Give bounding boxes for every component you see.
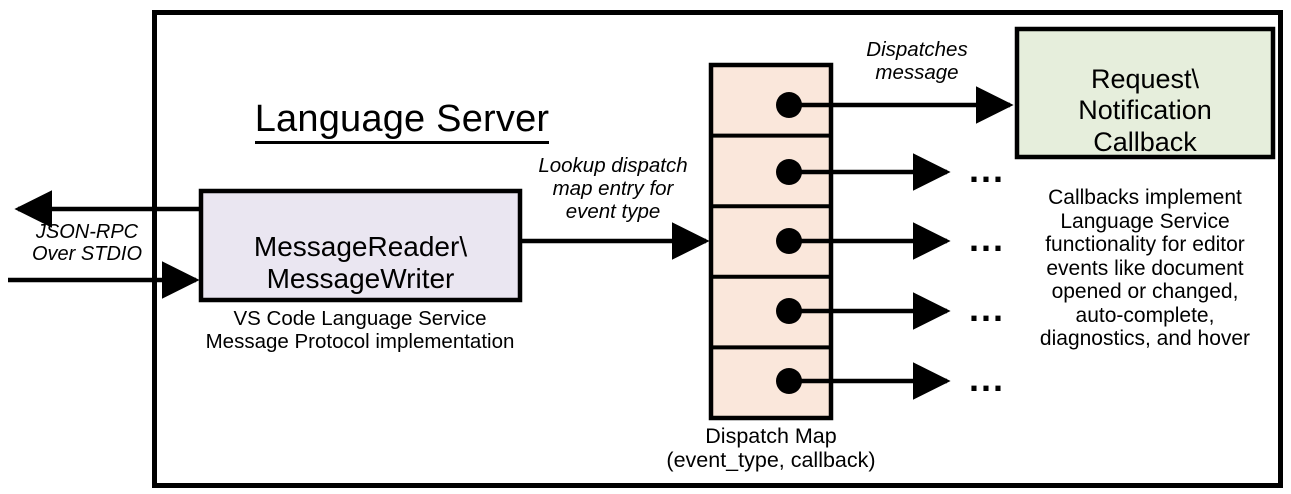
dispatch-row-3-ellipsis: ... bbox=[968, 218, 1005, 259]
callback-box[interactable]: Request\ Notification Callback bbox=[1017, 29, 1273, 157]
callback-caption: Callbacks implement Language Service fun… bbox=[1039, 186, 1251, 351]
message-reader-writer-caption: VS Code Language Service Message Protoco… bbox=[205, 307, 515, 353]
page-title-text: Language Server bbox=[254, 98, 550, 145]
dispatch-map-caption: Dispatch Map (event_type, callback) bbox=[666, 424, 876, 473]
callback-box-label: Request\ Notification Callback bbox=[1078, 63, 1212, 157]
message-reader-writer-label: MessageReader\ MessageWriter bbox=[253, 230, 468, 295]
dispatch-row-4-edge bbox=[776, 292, 951, 330]
dispatch-row-2-ellipsis: ... bbox=[968, 149, 1005, 190]
dispatch-row-2-edge bbox=[776, 153, 951, 191]
dispatch-row-4-ellipsis: ... bbox=[968, 288, 1005, 329]
page-title: Language Server bbox=[232, 55, 572, 145]
message-reader-writer-box[interactable]: MessageReader\ MessageWriter bbox=[201, 191, 520, 300]
dispatch-row-5-edge bbox=[776, 362, 951, 400]
json-rpc-label: JSON-RPC Over STDIO bbox=[31, 221, 142, 266]
dispatch-row-1-edge bbox=[776, 86, 1014, 124]
message-reader-writer-box-shape bbox=[198, 188, 523, 303]
dispatch-row-5-ellipsis: ... bbox=[968, 358, 1005, 399]
dispatches-message-label: Dispatches message bbox=[866, 38, 968, 84]
dispatch-row-3-edge bbox=[776, 222, 951, 260]
callback-box-shape bbox=[1014, 26, 1276, 160]
language-server-boundary bbox=[152, 10, 1283, 488]
lookup-dispatch-label: Lookup dispatch map entry for event type bbox=[538, 154, 688, 223]
